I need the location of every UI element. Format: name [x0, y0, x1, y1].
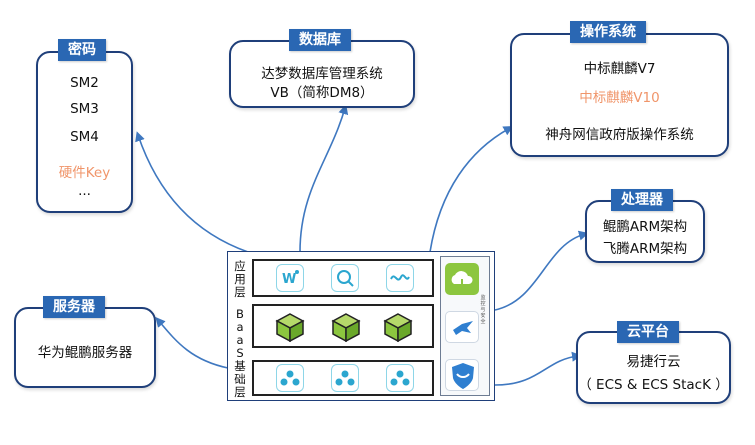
- server-title: 服务器: [43, 296, 105, 318]
- processor-title: 处理器: [611, 189, 673, 211]
- arrow-to-processor: [494, 230, 589, 311]
- app-layer-label: 应用层: [233, 260, 247, 299]
- baas-layer-char: S: [236, 346, 244, 360]
- side-label: 监控与安全: [480, 295, 486, 325]
- database-line-1: 达梦数据库管理系统: [261, 66, 383, 82]
- baas-layer-char: 础: [234, 372, 246, 386]
- cluster-icon: [276, 364, 304, 392]
- wave-icon: [386, 264, 414, 292]
- crypto-item-hardware-key: 硬件Key: [58, 165, 111, 181]
- baas-layer-char: a: [236, 333, 244, 347]
- cluster-icon: [386, 364, 414, 392]
- processor-line-2: 飞腾ARM架构: [602, 241, 688, 257]
- cube-icon: [274, 312, 306, 343]
- crypto-item-sm3: SM3: [70, 101, 99, 117]
- cloud-line-1: 易捷行云: [626, 354, 681, 370]
- os-item-v10: 中标麒麟V10: [579, 90, 660, 106]
- base-layer-row: [252, 360, 434, 396]
- server-line-1: 华为鲲鹏服务器: [37, 345, 133, 361]
- cube-icon: [382, 312, 414, 343]
- server-card: 华为鲲鹏服务器: [14, 307, 156, 388]
- baas-row: [252, 304, 434, 348]
- cloud-title: 云平台: [617, 321, 679, 343]
- baas-layer-char: 层: [234, 385, 246, 399]
- cluster-icon: [331, 364, 359, 392]
- arrow-to-cloud: [494, 351, 582, 386]
- os-item-v7: 中标麒麟V7: [583, 61, 656, 77]
- shield-icon: [445, 359, 479, 391]
- cloud-line-2: （ ECS & ECS StacK ）: [578, 377, 729, 393]
- crypto-card: SM2 SM3 SM4 硬件Key ...: [36, 51, 133, 213]
- arrow-to-server: [155, 316, 229, 369]
- monitoring-security-column: 监控与安全: [440, 256, 490, 396]
- app-layer-char: 层: [234, 285, 246, 299]
- database-line-2: VB（简称DM8）: [270, 85, 374, 101]
- arrow-to-database: [299, 104, 349, 253]
- cloud-icon: [445, 263, 479, 295]
- bird-icon: [445, 311, 479, 343]
- crypto-title: 密码: [58, 39, 106, 61]
- baas-layer-char: a: [236, 320, 244, 334]
- svg-text:W: W: [282, 272, 296, 287]
- crypto-item-sm2: SM2: [70, 75, 99, 91]
- arrow-to-os: [429, 126, 514, 253]
- search-cloud-icon: [331, 264, 359, 292]
- crypto-item-more: ...: [78, 183, 91, 199]
- app-layer-char: 应: [234, 259, 246, 273]
- arrow-to-crypto: [135, 131, 249, 253]
- baas-layer-char: 基: [234, 359, 246, 373]
- database-card: 达梦数据库管理系统 VB（简称DM8）: [229, 40, 415, 108]
- os-card: 中标麒麟V7 中标麒麟V10 神舟网信政府版操作系统: [510, 33, 729, 157]
- app-layer-char: 用: [234, 272, 246, 286]
- database-title: 数据库: [289, 29, 351, 51]
- app-layer-row: W: [252, 259, 434, 297]
- processor-line-1: 鲲鹏ARM架构: [602, 219, 688, 235]
- os-item-gov: 神舟网信政府版操作系统: [545, 127, 694, 143]
- cube-icon: [330, 312, 362, 343]
- w-star-icon: W: [276, 264, 304, 292]
- baas-layer-char: B: [236, 307, 244, 321]
- os-title: 操作系统: [570, 21, 646, 43]
- crypto-item-sm4: SM4: [70, 129, 99, 145]
